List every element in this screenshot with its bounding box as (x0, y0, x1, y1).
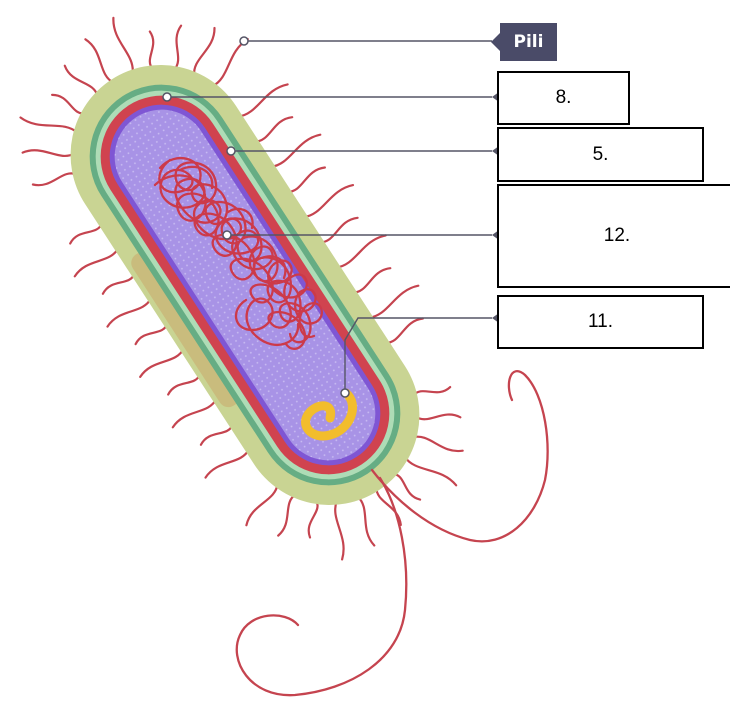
pilus-hair (320, 218, 358, 243)
marker-11 (341, 389, 349, 397)
answer-box-5[interactable]: 5. (497, 127, 704, 182)
pilus-hair (287, 168, 325, 193)
pilus-hair (415, 415, 460, 420)
answer-box-5-label: 5. (593, 144, 609, 166)
pilus-hair (174, 26, 181, 71)
pilus-hair (21, 118, 78, 133)
answer-box-12-label: 12. (604, 225, 630, 247)
answer-box-8[interactable]: 8. (497, 71, 630, 125)
pilus-hair (238, 84, 287, 116)
marker-5 (227, 147, 235, 155)
pilus-hair (136, 324, 168, 345)
pilus-hair (304, 185, 354, 217)
pili-tag-label: Pili (514, 32, 544, 52)
answer-box-11-label: 11. (588, 311, 613, 333)
pilus-hair (405, 457, 457, 486)
pilus-hair (75, 248, 119, 276)
marker-12 (223, 231, 231, 239)
pilus-hair (201, 424, 233, 445)
pilus-hair (194, 28, 214, 76)
pilus-hair (33, 173, 77, 185)
pilus-hair (52, 95, 85, 114)
marker-8 (163, 93, 171, 101)
pilus-hair (255, 117, 293, 142)
answer-box-12[interactable]: 12. (497, 184, 730, 288)
pilus-hair (168, 374, 200, 395)
pilus-hair (278, 494, 296, 535)
pilus-hair (103, 273, 135, 294)
pilus-hair (246, 484, 277, 526)
pilus-hair (65, 66, 98, 97)
pilus-hair (212, 39, 248, 86)
pilus-hair (85, 39, 113, 83)
pilus-hair (173, 399, 217, 427)
cell-body (36, 31, 454, 540)
pilus-hair (353, 268, 391, 293)
pili-marker (240, 37, 248, 45)
pilus-hair (413, 387, 450, 396)
pilus-hair (150, 32, 153, 70)
pilus-hair (369, 286, 418, 318)
pilus-hair (206, 449, 250, 477)
pilus-hair (23, 150, 75, 156)
pilus-hair (70, 223, 102, 244)
pilus-hair (385, 319, 423, 344)
pili-tag: Pili (500, 23, 557, 61)
pilus-hair (309, 500, 318, 538)
answer-box-8-label: 8. (556, 87, 572, 109)
answer-box-11[interactable]: 11. (497, 295, 704, 349)
pilus-hair (357, 496, 374, 545)
pilus-hair (108, 298, 152, 326)
pilus-hair (140, 349, 184, 377)
pilus-hair (336, 235, 386, 267)
pilus-hair (335, 501, 343, 560)
pilus-hair (113, 18, 132, 74)
pilus-hair (413, 437, 463, 451)
